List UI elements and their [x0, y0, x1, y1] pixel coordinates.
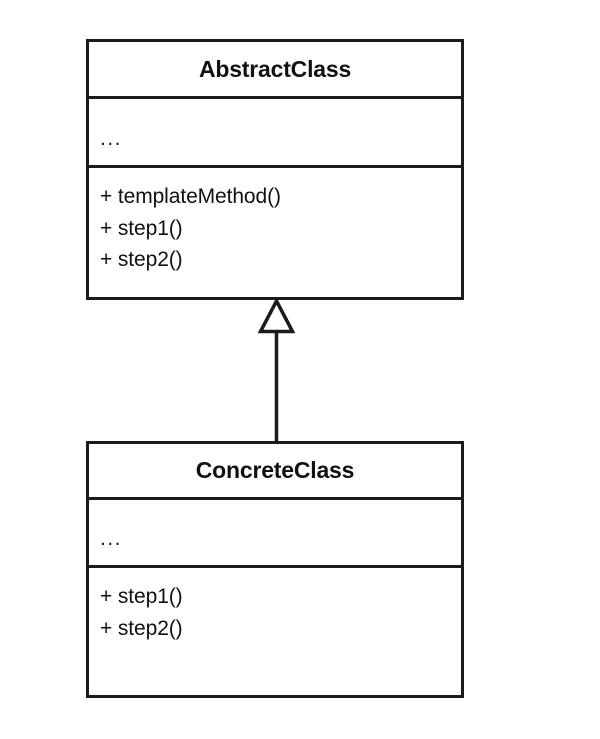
attribute-item: ...	[100, 527, 123, 550]
operation-item: + step1()	[100, 216, 183, 240]
class-box-concrete-class[interactable]: ConcreteClass ... + step1() + step2()	[86, 441, 464, 698]
class-attributes-compartment: ...	[89, 99, 461, 168]
class-name-compartment: ConcreteClass	[89, 444, 461, 500]
operation-item: + step2()	[100, 248, 183, 271]
class-name-label: ConcreteClass	[195, 457, 355, 483]
class-name-label: AbstractClass	[198, 55, 352, 82]
class-box-abstract-class[interactable]: AbstractClass ... + templateMethod() + s…	[86, 39, 464, 300]
class-name-compartment: AbstractClass	[89, 42, 461, 99]
class-operations-compartment: + step1() + step2()	[89, 568, 461, 695]
hollow-triangle-arrowhead-icon	[257, 297, 296, 334]
operation-item: + step2()	[100, 616, 183, 640]
operation-item: + templateMethod()	[100, 185, 281, 208]
class-operations-compartment: + templateMethod() + step1() + step2()	[89, 168, 461, 297]
class-attributes-compartment: ...	[89, 500, 461, 568]
operation-item: + step1()	[100, 585, 183, 608]
attribute-item: ...	[100, 126, 123, 150]
